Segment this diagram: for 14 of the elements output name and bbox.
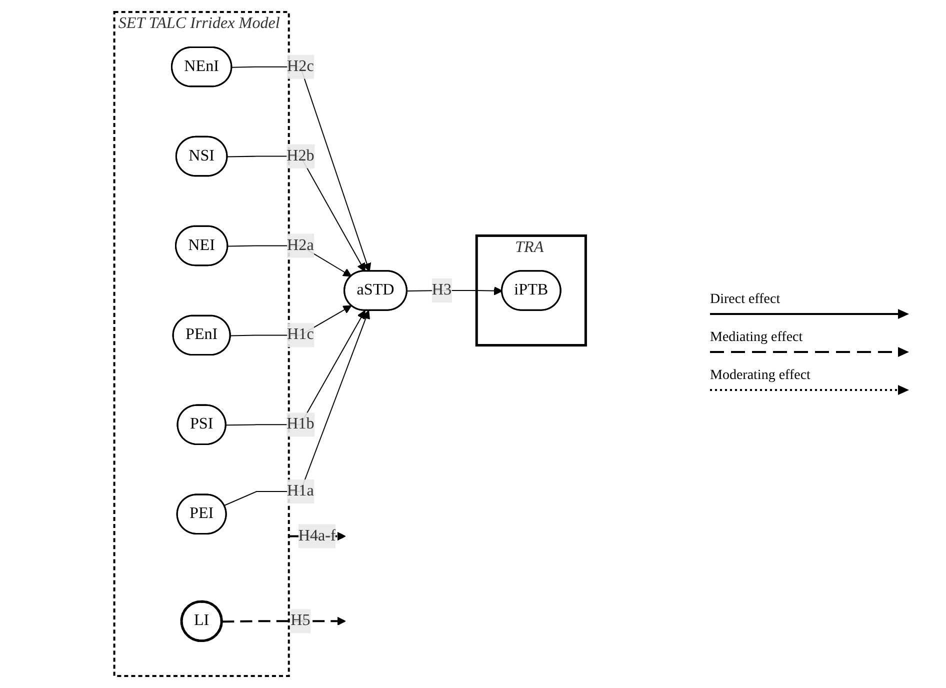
legend-label: Direct effect [710,292,782,308]
arrow [232,66,372,272]
arrow [224,310,370,506]
edge-label: H2a [287,236,314,254]
edge-label: H2c [287,58,314,75]
edge-label: H5 [290,612,310,630]
edge-label: H1c [287,326,314,344]
legend-label: Moderating effect [710,368,812,384]
edge-label: H3 [432,281,452,299]
legend-label: Mediating effect [710,330,804,346]
arrow [227,156,366,272]
edge-label: H4a-f [298,527,336,544]
arrow [226,310,366,426]
edge-label: H1a [287,482,314,500]
